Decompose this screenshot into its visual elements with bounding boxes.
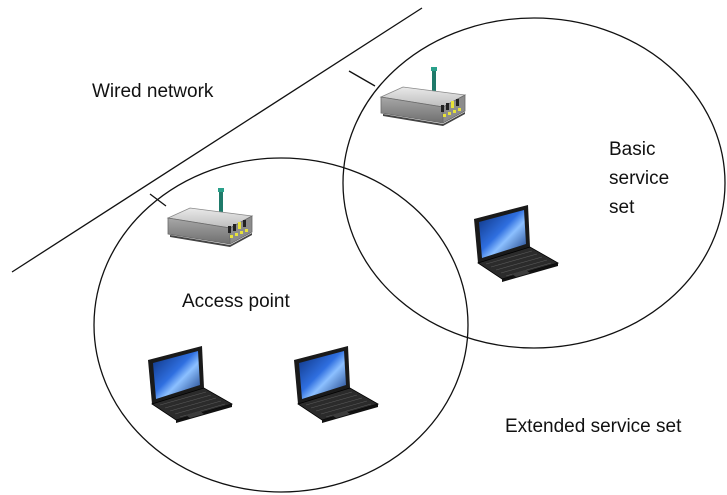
access-point-label: Access point xyxy=(182,291,290,312)
basic-service-set-label-line2: service xyxy=(609,168,669,189)
bss-circle-left xyxy=(93,157,469,493)
bss-circle-right xyxy=(342,17,726,349)
basic-service-set-label-line1: Basic xyxy=(609,139,655,160)
wired-drop-right xyxy=(348,70,376,87)
wired-network-label: Wired network xyxy=(92,81,214,102)
extended-service-set-label: Extended service set xyxy=(505,416,682,437)
access-point-icon xyxy=(167,187,253,248)
laptop-icon xyxy=(473,204,559,283)
access-point-icon xyxy=(380,66,466,127)
laptop-icon xyxy=(293,345,379,424)
basic-service-set-label-line3: set xyxy=(609,197,635,218)
wired-network-line xyxy=(11,7,423,273)
laptop-icon xyxy=(147,345,233,424)
